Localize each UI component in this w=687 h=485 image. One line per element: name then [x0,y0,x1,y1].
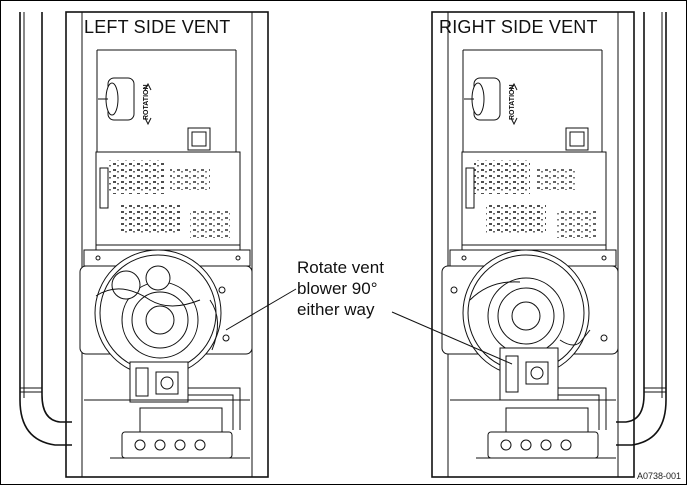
figure-id: A0738-001 [636,471,681,481]
right-cabinet [431,11,635,478]
right-rotation-arrow-icon [510,82,518,91]
left-transformer [187,127,211,151]
callout-leaders [225,288,513,365]
left-vent-pipe [19,12,72,446]
right-rotation-label: ROTATION [509,84,516,120]
right-control-board [461,151,607,251]
left-side-vent-title: LEFT SIDE VENT [84,17,231,37]
callout-line-1: Rotate vent [297,258,384,277]
left-cabinet [65,11,269,478]
callout-line-2: blower 90° [297,279,378,298]
right-burner-box [476,407,616,459]
right-flame-rollout [464,77,501,121]
right-gas-valve [499,347,559,401]
right-furnace: ROTATION [431,11,667,478]
left-rotation-arrow-icon [144,82,152,91]
right-inducer-blower [462,249,591,377]
right-transformer [565,127,589,151]
left-gas-valve [129,361,189,403]
rotate-vent-callout: Rotate vent blower 90° either way [297,257,384,320]
left-rotation-label: ROTATION [143,84,150,120]
left-flame-rollout [98,77,135,121]
left-control-board [95,151,241,251]
left-inducer-blower [94,249,222,377]
right-vent-pipe [616,12,667,446]
left-furnace: ROTATION [19,11,269,478]
callout-line-3: either way [297,300,375,319]
left-burner-box [110,407,250,459]
right-side-vent-title: RIGHT SIDE VENT [439,17,598,37]
